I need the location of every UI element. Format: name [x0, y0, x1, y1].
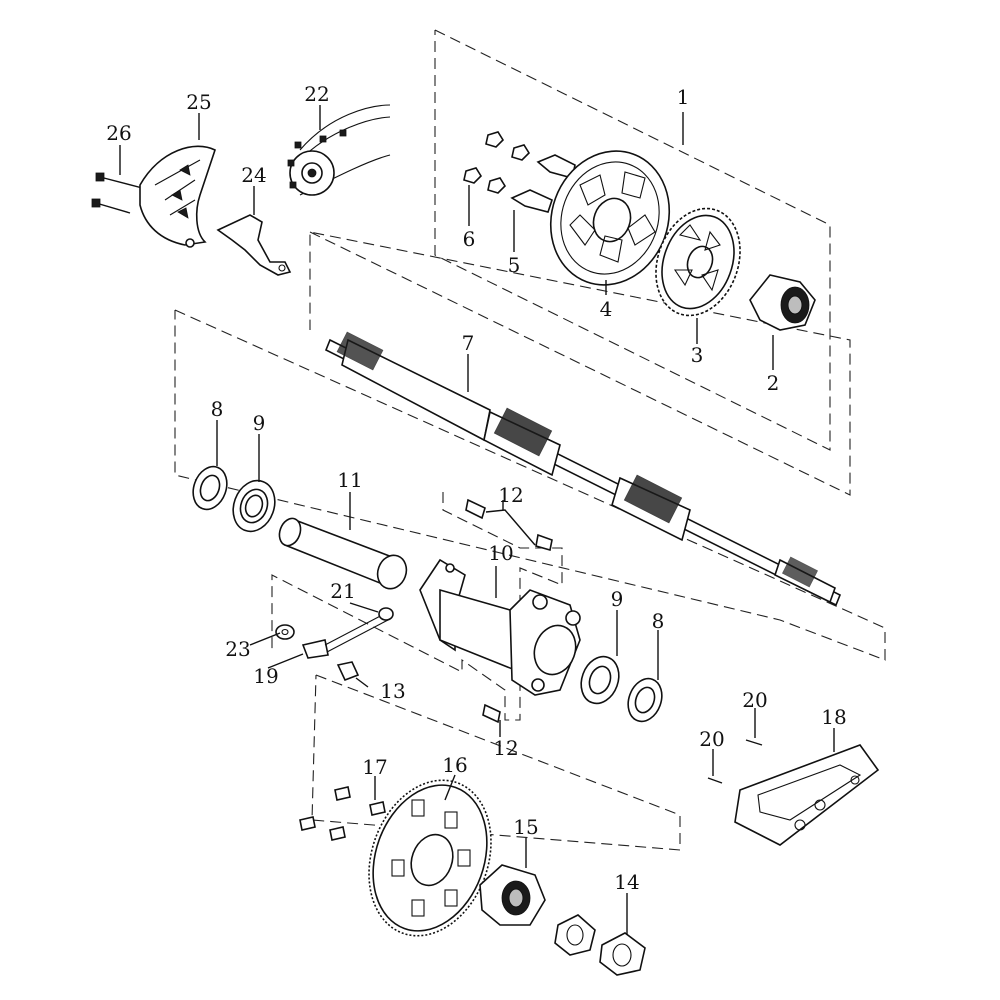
- callout-3: 3: [691, 343, 704, 367]
- part-25-chain-cover: [139, 145, 216, 248]
- callout-9-right: 9: [611, 587, 624, 611]
- callout-20-bottom: 20: [699, 727, 724, 751]
- callout-10: 10: [488, 541, 513, 565]
- callout-9-left: 9: [253, 411, 266, 435]
- callout-17: 17: [362, 755, 387, 779]
- part-19-link: [301, 611, 389, 659]
- part-23-washer: [275, 624, 295, 640]
- part-8-seal-left: [192, 465, 228, 511]
- callout-2: 2: [767, 371, 780, 395]
- part-9-bearing-right: [580, 655, 620, 705]
- callout-12-bottom: 12: [493, 736, 518, 760]
- part-11-spacer-tube: [278, 517, 408, 590]
- part-22-drive-sprocket-chain: [287, 104, 391, 196]
- part-9-bearing-left: [232, 479, 276, 533]
- callout-15: 15: [513, 815, 538, 839]
- callout-4: 4: [600, 297, 613, 321]
- callout-6: 6: [463, 227, 476, 251]
- callout-22: 22: [304, 82, 329, 106]
- outline-axle-group: [309, 231, 851, 496]
- callout-labels: 1 2 3 4 5 6 7 8 8 9 9 10 11 12 12 13 14 …: [106, 82, 846, 894]
- callout-7: 7: [462, 331, 475, 355]
- callout-8-left: 8: [211, 397, 224, 421]
- callout-20-top: 20: [742, 688, 767, 712]
- part-10-axle-housing: [419, 558, 581, 696]
- callout-5: 5: [508, 253, 521, 277]
- part-17-bolts: [299, 786, 386, 841]
- outline-sprocket-group: [434, 29, 831, 451]
- outline-housing-group: [271, 492, 563, 721]
- part-8-seal-right: [627, 677, 663, 723]
- callout-23: 23: [225, 637, 250, 661]
- part-20-bolts: [707, 739, 763, 784]
- callout-16: 16: [442, 753, 467, 777]
- part-15-brake-hub: [479, 864, 546, 926]
- part-18-skid-plate: [734, 744, 880, 846]
- part-5-lock-plates: [510, 154, 576, 213]
- part-24-bracket: [216, 214, 292, 276]
- outline-disc-group: [311, 674, 681, 851]
- part-6-nuts: [463, 131, 531, 194]
- part-4-sprocket-carrier: [549, 150, 671, 286]
- part-16-brake-disc: [368, 779, 492, 937]
- callout-25: 25: [186, 90, 211, 114]
- callout-21: 21: [330, 579, 355, 603]
- callout-18: 18: [821, 705, 846, 729]
- part-7-rear-axle: [324, 331, 842, 607]
- callout-14: 14: [614, 870, 639, 894]
- callout-13: 13: [380, 679, 405, 703]
- leader-lines: [119, 105, 835, 935]
- outline-bearing-group: [174, 309, 886, 661]
- callout-11: 11: [337, 468, 362, 492]
- callout-1: 1: [677, 85, 690, 109]
- part-3-rear-sprocket: [655, 207, 741, 317]
- callout-26: 26: [106, 121, 131, 145]
- part-13-bolt: [336, 661, 360, 682]
- part-21-nut: [378, 607, 394, 621]
- callout-24: 24: [241, 163, 266, 187]
- part-14-nuts: [554, 914, 646, 976]
- part-2-sprocket-hub: [749, 274, 816, 331]
- callout-12-top: 12: [498, 483, 523, 507]
- callout-19: 19: [253, 664, 278, 688]
- callout-8-right: 8: [652, 609, 665, 633]
- group-outlines: [174, 29, 886, 851]
- part-12-bolts: [465, 498, 553, 724]
